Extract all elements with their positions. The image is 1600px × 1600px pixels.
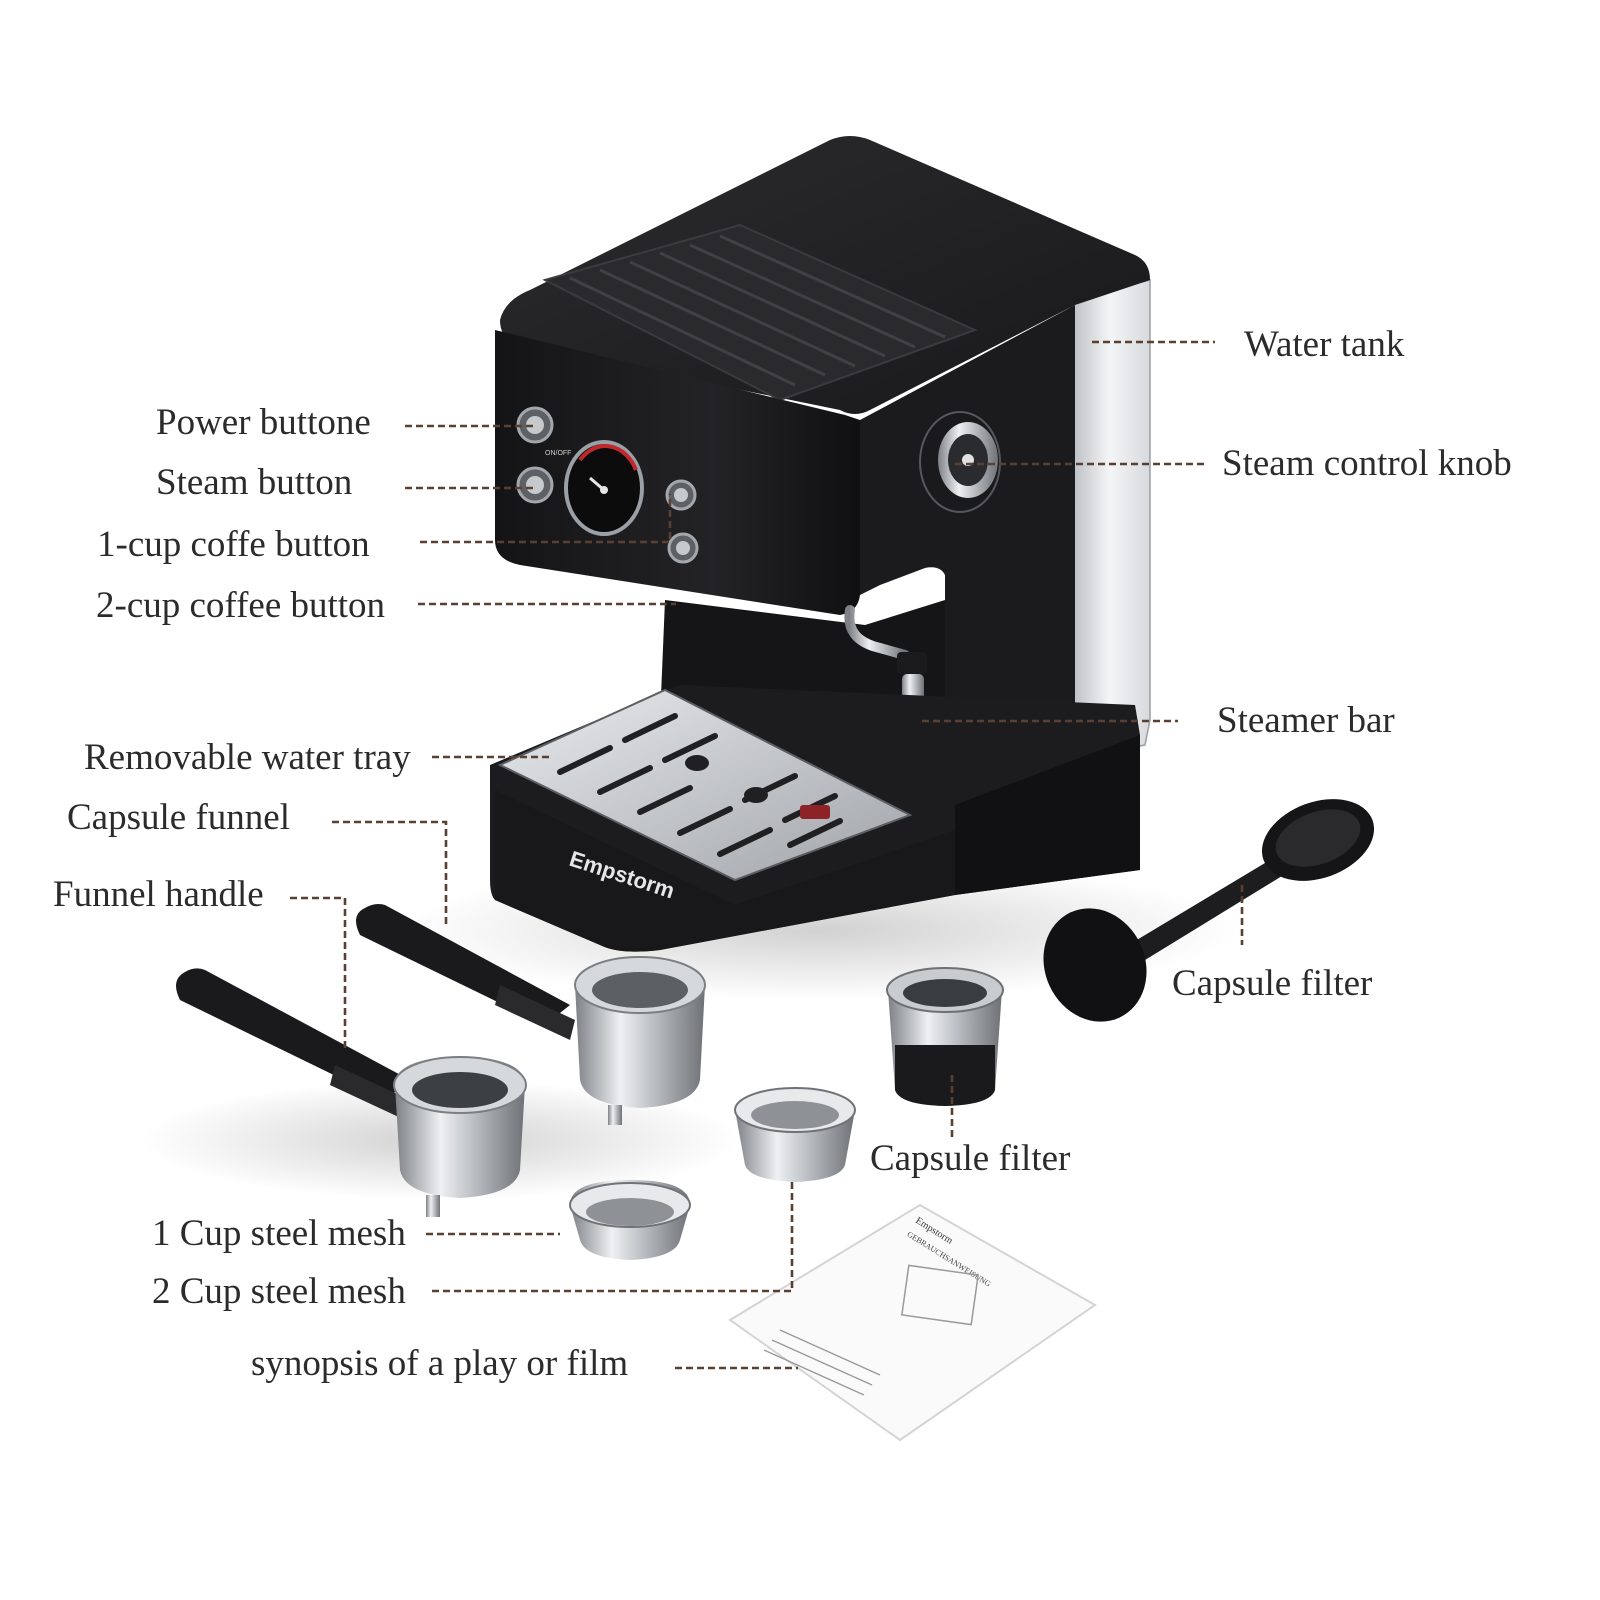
grill-ridges	[569, 234, 946, 387]
label-power-button: Power buttone	[156, 402, 371, 443]
capsule-filter-cup	[886, 967, 1004, 1106]
funnel-handle	[176, 968, 527, 1217]
machine-front-panel	[495, 330, 860, 615]
label-steamer-bar: Steamer bar	[1217, 700, 1395, 741]
steam-button[interactable]	[516, 466, 554, 504]
on-off-marking: ON/OFF	[545, 450, 571, 457]
steam-control-knob[interactable]	[919, 411, 1001, 513]
label-one-cup-mesh: 1 Cup steel mesh	[152, 1213, 406, 1254]
leader-one-cup-button	[420, 494, 672, 544]
label-steam-knob: Steam control knob	[1222, 443, 1512, 484]
one-cup-button[interactable]	[665, 479, 697, 511]
leader-lines	[290, 340, 1244, 1370]
leader-two-cup-mesh	[432, 1178, 794, 1293]
label-one-cup-button: 1-cup coffe button	[97, 524, 370, 565]
label-two-cup-button: 2-cup coffee button	[96, 585, 386, 626]
leader-capsule-funnel	[332, 820, 448, 925]
one-cup-steel-mesh	[569, 1180, 691, 1260]
removable-water-tray[interactable]	[497, 688, 913, 882]
leader-funnel-handle	[290, 896, 347, 1048]
water-tank	[1069, 279, 1151, 761]
label-synopsis: synopsis of a play or film	[251, 1343, 629, 1384]
power-button[interactable]	[516, 406, 554, 444]
label-capsule-filter-cup: Capsule filter	[870, 1138, 1071, 1179]
capsule-funnel	[356, 904, 706, 1125]
base-side	[955, 735, 1140, 895]
label-water-tray: Removable water tray	[84, 737, 411, 778]
label-steam-button: Steam button	[156, 462, 353, 503]
tray-front	[495, 790, 955, 952]
cup-warmer-grill	[542, 223, 978, 402]
label-funnel-handle: Funnel handle	[53, 874, 264, 915]
instruction-manual: Empstorm GEBRAUCHSANWEISUNG	[728, 1203, 1097, 1442]
two-cup-button[interactable]	[667, 532, 699, 564]
machine-side-panel	[860, 305, 1075, 760]
label-water-tank: Water tank	[1244, 324, 1405, 365]
label-capsule-funnel: Capsule funnel	[67, 797, 290, 838]
pressure-gauge	[564, 440, 644, 536]
label-capsule-filter-tamper: Capsule filter	[1172, 963, 1373, 1004]
two-cup-steel-mesh	[734, 1087, 856, 1182]
label-two-cup-mesh: 2 Cup steel mesh	[152, 1271, 406, 1312]
